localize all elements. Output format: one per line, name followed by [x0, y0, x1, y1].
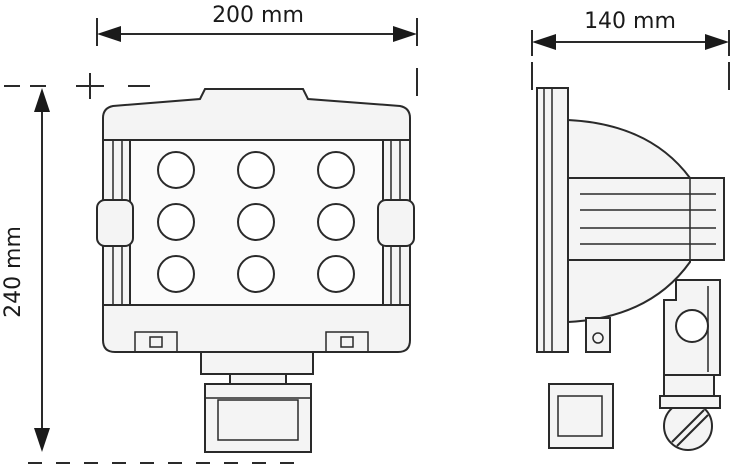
- front-bottom-housing: [102, 304, 411, 353]
- width-dimension: 200 mm: [96, 3, 418, 46]
- led: [317, 255, 355, 293]
- arrowhead-right: [705, 34, 729, 50]
- led-array: [157, 151, 355, 293]
- width-label: 200 mm: [212, 3, 304, 28]
- left-side-knob: [96, 199, 134, 247]
- arrowhead-right: [393, 26, 417, 42]
- side-bezel: [567, 177, 725, 261]
- led: [157, 151, 195, 189]
- led: [157, 255, 195, 293]
- arrowhead-bottom: [34, 428, 50, 452]
- side-pivot-knob: [675, 309, 709, 343]
- depth-dimension: 140 mm: [531, 9, 730, 56]
- arrowhead-left: [532, 34, 556, 50]
- led: [237, 255, 275, 293]
- side-fins: [580, 178, 716, 260]
- side-screw-mount: [659, 395, 721, 409]
- right-side-knob: [377, 199, 415, 247]
- front-bottom-tabs: [134, 331, 369, 353]
- side-sensor-arm: [663, 374, 715, 398]
- arrowhead-top: [34, 88, 50, 112]
- led: [237, 151, 275, 189]
- led: [317, 203, 355, 241]
- led: [157, 203, 195, 241]
- led: [237, 203, 275, 241]
- front-sensor-window: [217, 399, 299, 441]
- led: [317, 151, 355, 189]
- front-top-housing: [102, 88, 411, 141]
- depth-label: 140 mm: [584, 9, 676, 34]
- front-view: [96, 88, 415, 453]
- side-mount-tab: [585, 317, 611, 353]
- arrowhead-left: [97, 26, 121, 42]
- front-sensor-housing: [204, 383, 312, 453]
- extension-lines: [4, 62, 730, 464]
- front-neck: [200, 351, 314, 375]
- height-label: 240 mm: [1, 226, 26, 318]
- height-dimension: 240 mm: [1, 88, 50, 452]
- side-view: [536, 87, 725, 451]
- front-neck-lower: [229, 373, 287, 385]
